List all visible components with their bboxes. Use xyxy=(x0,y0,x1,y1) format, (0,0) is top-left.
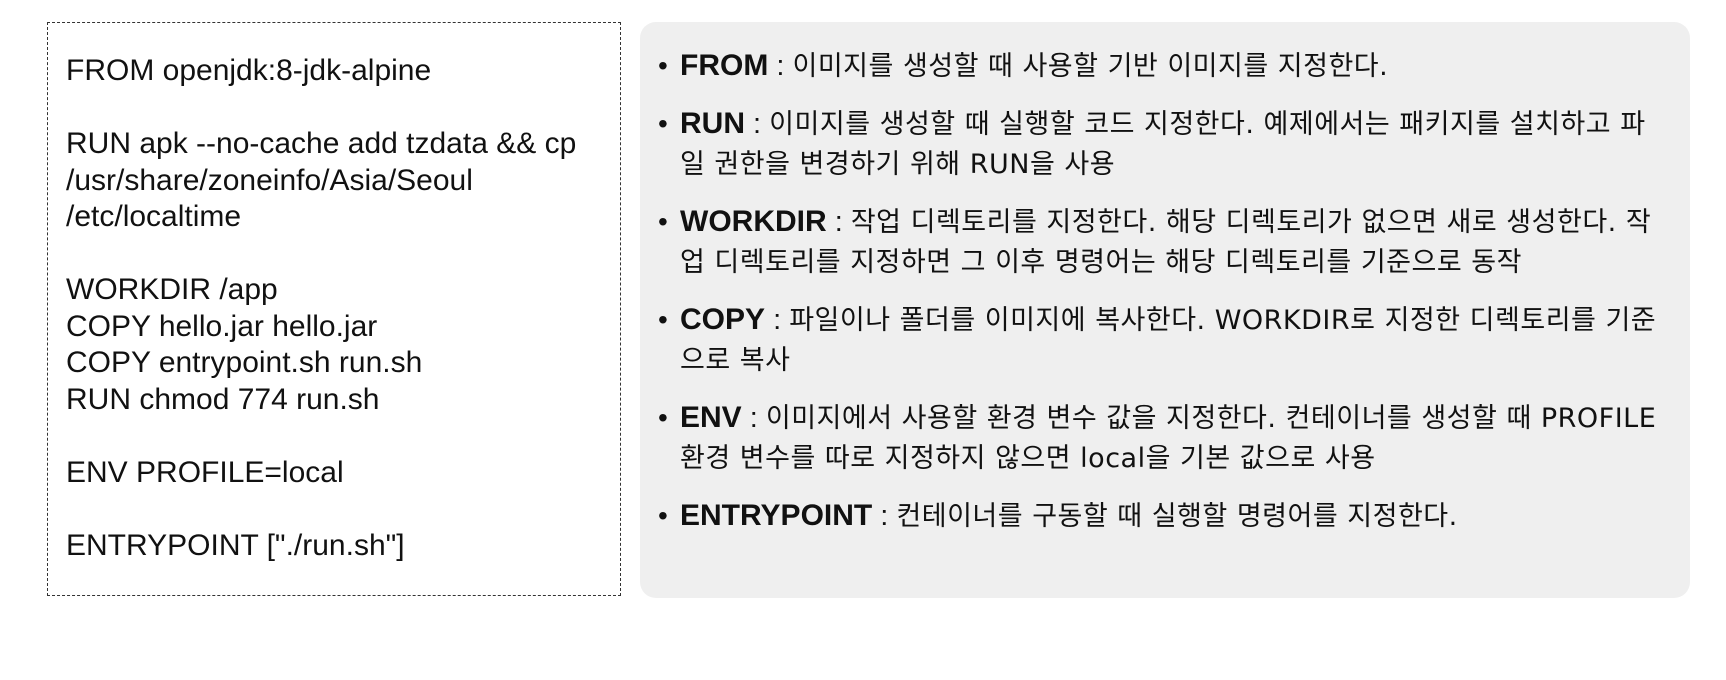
code-line-copy-entrypoint: COPY entrypoint.sh run.sh xyxy=(66,346,423,379)
bullet-icon: • xyxy=(658,108,668,139)
separator: : xyxy=(768,50,793,82)
explanation-item-entrypoint: • ENTRYPOINT : 컨테이너를 구동할 때 실행할 명령어를 지정한다. xyxy=(658,496,1670,536)
explanation-item-env: • ENV : 이미지에서 사용할 환경 변수 값을 지정한다. 컨테이너를 생성… xyxy=(658,398,1670,478)
code-line-workdir: WORKDIR /app xyxy=(66,273,278,306)
code-line-env: ENV PROFILE=local xyxy=(66,455,344,489)
code-line-run-apk-cont-2: /etc/localtime xyxy=(66,200,242,233)
bullet-icon: • xyxy=(658,402,668,433)
bullet-icon: • xyxy=(658,206,668,237)
separator: : xyxy=(765,304,790,336)
code-line-from: FROM openjdk:8-jdk-alpine xyxy=(66,54,432,87)
explanation-panel: • FROM : 이미지를 생성할 때 사용할 기반 이미지를 지정한다. • RU… xyxy=(640,22,1690,598)
code-line-entrypoint: ENTRYPOINT ["./run.sh"] xyxy=(66,528,405,562)
code-line-run-apk-cont-1: /usr/share/zoneinfo/Asia/Seoul xyxy=(66,163,473,197)
bullet-icon: • xyxy=(658,304,668,335)
keyword-label: COPY xyxy=(680,303,766,336)
explanation-text: 컨테이너를 구동할 때 실행할 명령어를 지정한다. xyxy=(896,501,1458,532)
code-blank-line xyxy=(66,236,620,273)
code-blank-line xyxy=(66,491,620,528)
keyword-label: ENTRYPOINT xyxy=(680,499,873,532)
separator: : xyxy=(745,108,770,140)
separator: : xyxy=(741,402,766,434)
keyword-label: WORKDIR xyxy=(680,205,827,238)
explanation-text: 작업 디렉토리를 지정한다. 해당 디렉토리가 없으면 새로 생성한다. 작업 … xyxy=(680,207,1652,278)
explanation-item-from: • FROM : 이미지를 생성할 때 사용할 기반 이미지를 지정한다. xyxy=(658,46,1670,86)
separator: : xyxy=(826,206,851,238)
explanation-text: 이미지를 생성할 때 사용할 기반 이미지를 지정한다. xyxy=(792,51,1389,82)
bullet-icon: • xyxy=(658,500,668,531)
explanation-item-workdir: • WORKDIR : 작업 디렉토리를 지정한다. 해당 디렉토리가 없으면 새… xyxy=(658,202,1670,282)
explanation-item-run: • RUN : 이미지를 생성할 때 실행할 코드 지정한다. 예제에서는 패키지… xyxy=(658,104,1670,184)
separator: : xyxy=(872,500,897,532)
bullet-icon: • xyxy=(658,50,668,81)
code-line-run-apk: RUN apk --no-cache add tzdata && cp xyxy=(66,127,577,160)
keyword-label: FROM xyxy=(680,49,769,82)
explanation-text: 이미지에서 사용할 환경 변수 값을 지정한다. 컨테이너를 생성할 때 PRO… xyxy=(680,403,1657,474)
keyword-label: RUN xyxy=(680,107,745,140)
explanation-text: 파일이나 폴더를 이미지에 복사한다. WORKDIR로 지정한 디렉토리를 기… xyxy=(680,305,1657,376)
code-blank-line xyxy=(66,418,620,455)
keyword-label: ENV xyxy=(680,401,742,434)
explanation-text: 이미지를 생성할 때 실행할 코드 지정한다. 예제에서는 패키지를 설치하고 … xyxy=(680,109,1646,180)
code-line-run-chmod: RUN chmod 774 run.sh xyxy=(66,382,380,416)
dockerfile-code-box: FROM openjdk:8-jdk-alpine RUN apk --no-c… xyxy=(47,22,621,596)
code-blank-line xyxy=(66,90,620,127)
code-line-copy-jar: COPY hello.jar hello.jar xyxy=(66,309,378,343)
explanation-item-copy: • COPY : 파일이나 폴더를 이미지에 복사한다. WORKDIR로 지정한… xyxy=(658,300,1670,380)
